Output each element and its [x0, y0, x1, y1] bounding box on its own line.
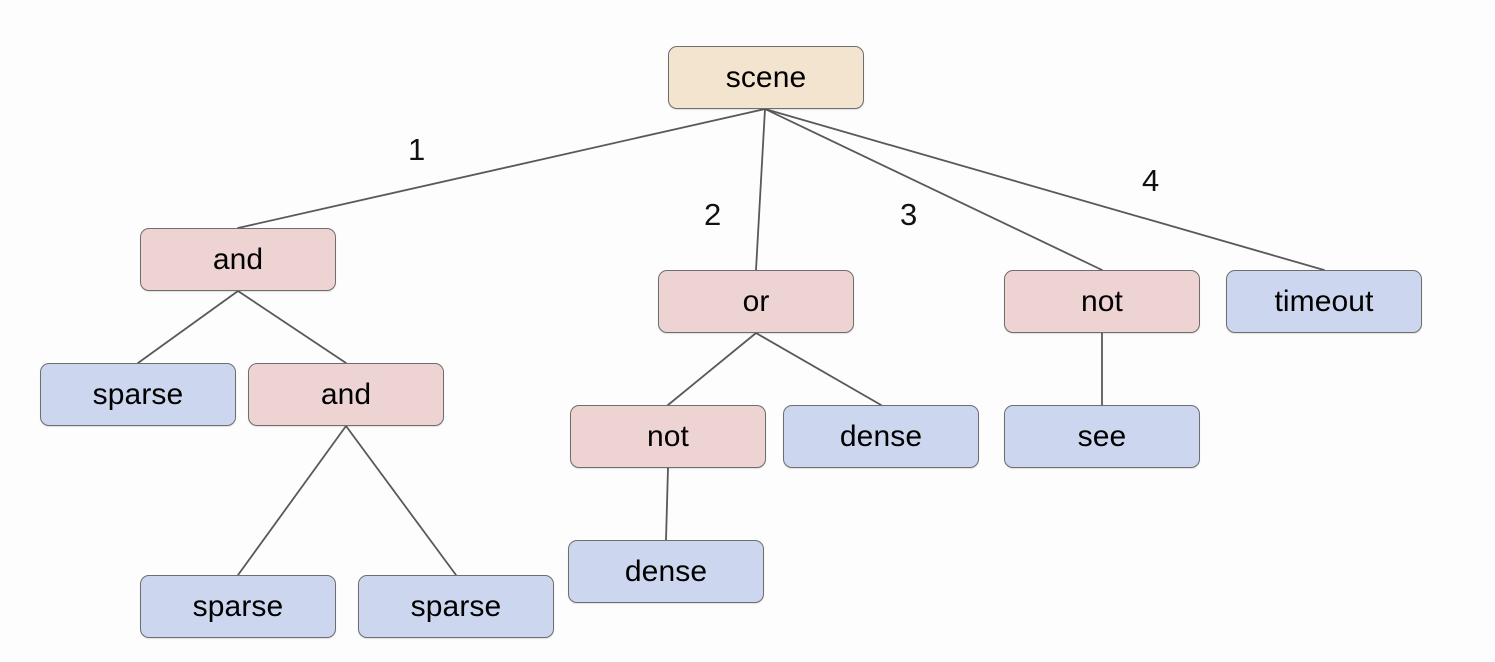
tree-node-label: scene	[725, 60, 807, 94]
tree-node-and1[interactable]: and	[140, 228, 336, 291]
tree-edge-or1-to-not1	[667, 332, 757, 406]
tree-edge-and1-to-and2	[237, 290, 347, 364]
tree-node-not1[interactable]: not	[570, 405, 766, 468]
tree-node-label: or	[742, 284, 770, 318]
tree-node-sparse1[interactable]: sparse	[40, 363, 236, 426]
tree-node-dense1[interactable]: dense	[783, 405, 979, 468]
tree-edge-and2-to-sparse3	[345, 425, 457, 576]
tree-node-label: timeout	[1274, 284, 1374, 318]
tree-edge-scene-to-and1	[237, 108, 766, 229]
tree-edge-not1-to-dense2	[665, 467, 669, 541]
edge-label-1: 1	[408, 132, 426, 167]
tree-node-scene[interactable]: scene	[668, 46, 864, 109]
tree-node-see1[interactable]: see	[1004, 405, 1200, 468]
tree-node-label: sparse	[192, 589, 284, 623]
tree-node-label: dense	[839, 419, 923, 453]
tree-edge-scene-to-timeout	[764, 108, 1325, 271]
tree-node-label: see	[1077, 419, 1127, 453]
tree-node-timeout[interactable]: timeout	[1226, 270, 1422, 333]
edge-label-4: 4	[1142, 163, 1160, 198]
tree-node-label: and	[320, 377, 372, 411]
tree-node-sparse3[interactable]: sparse	[358, 575, 554, 638]
tree-node-label: and	[212, 242, 264, 276]
tree-edge-scene-to-or1	[755, 108, 766, 271]
tree-node-dense2[interactable]: dense	[568, 540, 764, 603]
tree-node-label: sparse	[410, 589, 502, 623]
tree-edge-or1-to-dense1	[755, 332, 882, 406]
tree-node-sparse2[interactable]: sparse	[140, 575, 336, 638]
tree-node-label: not	[1080, 284, 1123, 318]
tree-node-and2[interactable]: and	[248, 363, 444, 426]
edge-label-3: 3	[900, 197, 918, 232]
tree-edge-scene-to-not2	[764, 108, 1103, 271]
tree-node-label: not	[646, 419, 689, 453]
tree-edge-and1-to-sparse1	[137, 290, 239, 364]
tree-node-not2[interactable]: not	[1004, 270, 1200, 333]
tree-node-or1[interactable]: or	[658, 270, 854, 333]
tree-edge-and2-to-sparse2	[237, 425, 347, 576]
edge-label-2: 2	[704, 197, 722, 232]
tree-node-label: sparse	[92, 377, 184, 411]
tree-node-label: dense	[624, 554, 708, 588]
